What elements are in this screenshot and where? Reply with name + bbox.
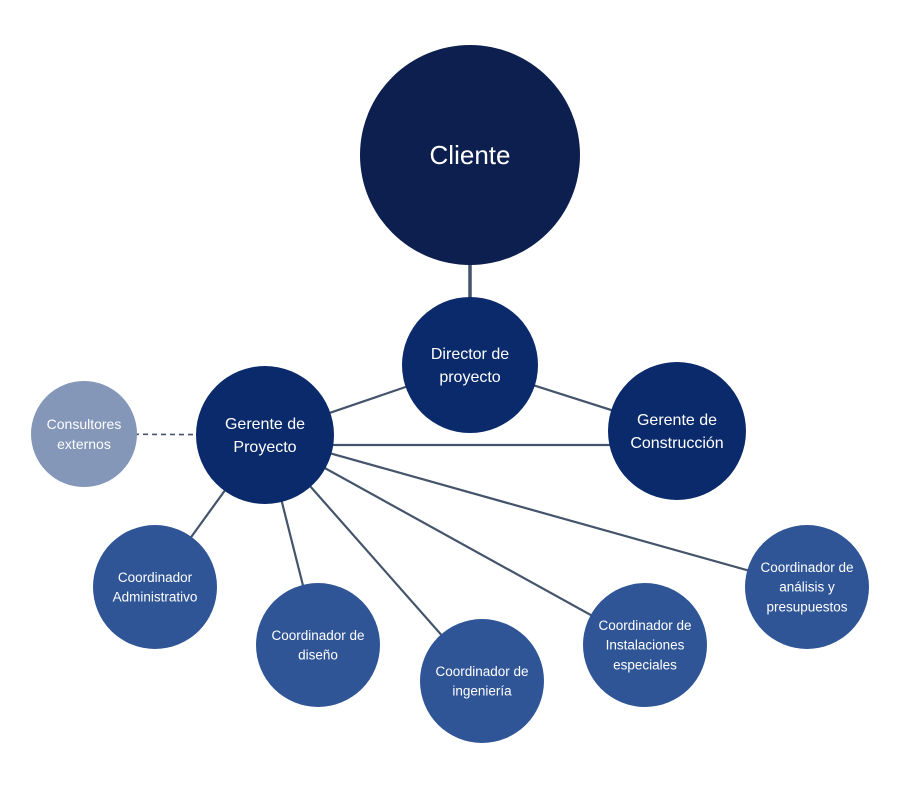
node-circle: [31, 381, 137, 487]
node-coord-instalaciones[interactable]: Coordinador de Instalaciones especiales: [583, 583, 707, 707]
node-coord-analisis[interactable]: Coordinador de análisis y presupuestos: [745, 525, 869, 649]
node-circle: [93, 525, 217, 649]
node-label: Gerente de: [225, 416, 305, 433]
node-label: diseño: [298, 648, 338, 663]
node-label: ingeniería: [452, 684, 512, 699]
node-circle: [583, 583, 707, 707]
node-label: análisis y: [779, 580, 835, 595]
node-coord-diseno[interactable]: Coordinador de diseño: [256, 583, 380, 707]
node-label: proyecto: [439, 369, 500, 386]
node-gerente-construccion[interactable]: Gerente de Construcción: [608, 362, 746, 500]
node-gerente-proyecto[interactable]: Gerente de Proyecto: [196, 366, 334, 504]
node-circle: [402, 297, 538, 433]
node-consultores[interactable]: Consultores externos: [31, 381, 137, 487]
node-circle: [256, 583, 380, 707]
node-cliente[interactable]: Cliente: [360, 45, 580, 265]
node-label: Administrativo: [113, 590, 198, 605]
node-label: Cliente: [430, 140, 511, 170]
node-label: Coordinador de: [271, 628, 364, 643]
node-label: Director de: [431, 346, 509, 363]
node-label: especiales: [613, 657, 677, 672]
node-circle: [420, 619, 544, 743]
node-circle: [745, 525, 869, 649]
node-label: Gerente de: [637, 412, 717, 429]
node-circle: [608, 362, 746, 500]
node-label: Consultores: [47, 416, 122, 432]
node-label: presupuestos: [766, 599, 847, 614]
node-director[interactable]: Director de proyecto: [402, 297, 538, 433]
edge-gerente_proyecto-to-coord_analisis: [264, 433, 808, 589]
node-label: Coordinador de: [435, 664, 528, 679]
node-label: Construcción: [630, 435, 723, 452]
node-label: Coordinador: [118, 570, 193, 585]
node-label: externos: [57, 436, 111, 452]
edge-gerente_proyecto-to-coord_instalaciones: [264, 434, 646, 646]
node-label: Instalaciones: [606, 638, 685, 653]
node-label: Coordinador de: [598, 618, 691, 633]
node-circle: [360, 45, 580, 265]
node-label: Proyecto: [233, 439, 296, 456]
node-label: Coordinador de: [760, 560, 853, 575]
node-coord-ingenieria[interactable]: Coordinador de ingeniería: [420, 619, 544, 743]
node-circle: [196, 366, 334, 504]
